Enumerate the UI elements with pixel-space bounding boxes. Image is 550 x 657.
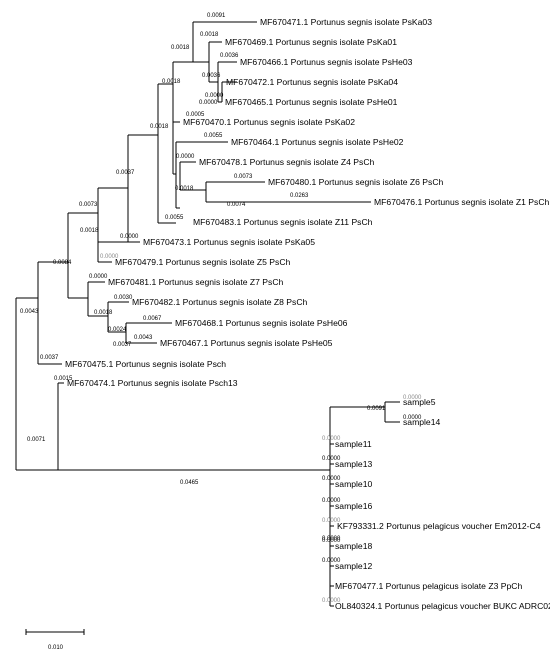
branch-length-label: 0.0018 xyxy=(175,186,194,192)
leaf-label: MF670483.1 Portunus segnis isolate Z11 P… xyxy=(193,217,373,227)
leaf-label: MF670474.1 Portunus segnis isolate Psch1… xyxy=(67,378,238,388)
branch-length-label: 0.0000 xyxy=(205,93,224,99)
leaf-label: MF670480.1 Portunus segnis isolate Z6 Ps… xyxy=(268,177,444,187)
branch-length-label: 0.0091 xyxy=(207,13,226,19)
branch-length-label: 0.0000 xyxy=(322,498,341,504)
leaf-label: MF670464.1 Portunus segnis isolate PsHe0… xyxy=(231,137,404,147)
branch-length-label: 0.0055 xyxy=(165,215,184,221)
leaf-label: sample11 xyxy=(335,439,372,449)
leaf-label: MF670479.1 Portunus segnis isolate Z5 Ps… xyxy=(115,257,291,267)
leaf-labels: MF670471.1 Portunus segnis isolate PsKa0… xyxy=(65,17,550,611)
branch-length-label: 0.0000 xyxy=(322,538,341,544)
leaf-label: MF670473.1 Portunus segnis isolate PsKa0… xyxy=(143,237,315,247)
leaf-label: MF670478.1 Portunus segnis isolate Z4 Ps… xyxy=(199,157,375,167)
leaf-label: sample13 xyxy=(335,459,372,469)
branch-length-label: 0.0018 xyxy=(94,310,113,316)
leaf-label: MF670472.1 Portunus segnis isolate PsKa0… xyxy=(226,77,398,87)
branch-length-label: 0.0000 xyxy=(322,456,341,462)
branch-length-label: 0.0067 xyxy=(143,316,162,322)
branch-length-label: 0.0037 xyxy=(113,342,132,348)
leaf-label: sample14 xyxy=(403,417,440,427)
branch-length-label: 0.0043 xyxy=(134,335,153,341)
scale-bar: 0.010 xyxy=(25,629,85,651)
leaf-label: MF670477.1 Portunus pelagicus isolate Z3… xyxy=(335,581,522,591)
branch-length-label: 0.0043 xyxy=(20,309,39,315)
leaf-label: OL840324.1 Portunus pelagicus voucher BU… xyxy=(335,601,550,611)
branch-length-label: 0.0084 xyxy=(53,260,72,266)
branch-length-label: 0.0000 xyxy=(322,598,341,604)
branch-length-label: 0.0018 xyxy=(171,45,190,51)
branch-length-label: 0.0000 xyxy=(322,436,341,442)
branch-length-label: 0.0071 xyxy=(27,437,46,443)
branch-length-label: 0.0018 xyxy=(150,124,169,130)
leaf-label: MF670465.1 Portunus segnis isolate PsHe0… xyxy=(225,97,398,107)
branch-length-label: 0.0074 xyxy=(227,202,246,208)
branch-length-label: 0.0000 xyxy=(199,100,218,106)
leaf-label: MF670471.1 Portunus segnis isolate PsKa0… xyxy=(260,17,432,27)
leaf-label: MF670469.1 Portunus segnis isolate PsKa0… xyxy=(225,37,397,47)
leaf-label: sample5 xyxy=(403,397,436,407)
tree-branches xyxy=(15,21,400,607)
branch-length-label: 0.0000 xyxy=(322,558,341,564)
branch-length-label: 0.0018 xyxy=(200,32,219,38)
leaf-label: MF670470.1 Portunus segnis isolate PsKa0… xyxy=(183,117,355,127)
branch-length-label: 0.0030 xyxy=(114,295,133,301)
leaf-label: MF670482.1 Portunus segnis isolate Z8 Ps… xyxy=(132,297,308,307)
branch-length-label: 0.0000 xyxy=(100,254,119,260)
branch-length-label: 0.0465 xyxy=(180,480,199,486)
scale-bar-label: 0.010 xyxy=(48,645,64,651)
branch-length-label: 0.0000 xyxy=(322,476,341,482)
branch-length-label: 0.0018 xyxy=(162,79,181,85)
branch-length-label: 0.0036 xyxy=(220,53,239,59)
branch-length-label: 0.0073 xyxy=(79,202,98,208)
branch-length-label: 0.0000 xyxy=(403,415,422,421)
leaf-label: sample12 xyxy=(335,561,372,571)
branch-length-label: 0.0091 xyxy=(367,406,386,412)
leaf-label: sample18 xyxy=(335,541,372,551)
branch-length-label: 0.0073 xyxy=(234,174,253,180)
leaf-label: KF793331.2 Portunus pelagicus voucher Em… xyxy=(337,521,541,531)
branch-length-label: 0.0037 xyxy=(40,355,59,361)
branch-length-label: 0.0055 xyxy=(204,133,223,139)
branch-length-label: 0.0024 xyxy=(108,327,127,333)
leaf-label: sample10 xyxy=(335,479,372,489)
branch-length-label: 0.0000 xyxy=(89,274,108,280)
branch-length-label: 0.0000 xyxy=(176,154,195,160)
leaf-label: MF670475.1 Portunus segnis isolate Psch xyxy=(65,359,226,369)
branch-length-label: 0.0015 xyxy=(54,376,73,382)
branch-length-label: 0.0000 xyxy=(120,234,139,240)
branch-length-labels: 0.0091 0.0018 0.0018 0.0036 0.0018 0.003… xyxy=(20,13,422,604)
branch-length-label: 0.0000 xyxy=(403,395,422,401)
leaf-label: MF670481.1 Portunus segnis isolate Z7 Ps… xyxy=(108,277,284,287)
leaf-label: MF670467.1 Portunus segnis isolate PsHe0… xyxy=(160,338,333,348)
branch-length-label: 0.0000 xyxy=(322,518,341,524)
leaf-label: MF670476.1 Portunus segnis isolate Z1 Ps… xyxy=(374,197,550,207)
branch-length-label: 0.0005 xyxy=(186,112,205,118)
leaf-label: sample16 xyxy=(335,501,372,511)
branch-length-label: 0.0263 xyxy=(290,193,309,199)
branch-length-label: 0.0037 xyxy=(116,170,135,176)
branch-length-label: 0.0018 xyxy=(80,228,99,234)
leaf-label: MF670466.1 Portunus segnis isolate PsHe0… xyxy=(240,57,413,67)
branch-length-label: 0.0036 xyxy=(202,73,221,79)
leaf-label: MF670468.1 Portunus segnis isolate PsHe0… xyxy=(175,318,348,328)
branch-length-label: 0.0000 xyxy=(322,536,341,542)
